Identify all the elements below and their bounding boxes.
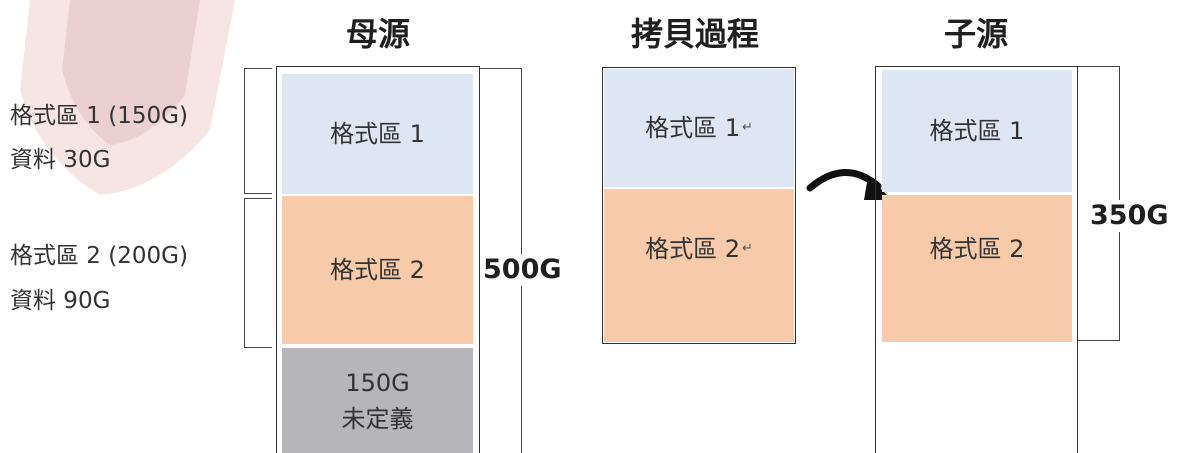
watermark-logo-icon	[20, 0, 235, 195]
partition2-data-label: 資料 90G	[10, 288, 111, 314]
partition2-bracket	[244, 198, 272, 348]
child-partition1-label: 格式區 1	[929, 117, 1025, 145]
parent-partition2-label: 格式區 2	[330, 256, 425, 284]
child-partition2-label: 格式區 2	[929, 235, 1025, 263]
curved-arrow-right-icon	[806, 169, 892, 200]
parent-heading: 母源	[345, 15, 410, 53]
parent-size-label: 500G	[483, 254, 566, 286]
partition1-size-label: 格式區 1 (150G)	[10, 103, 188, 129]
child-size-label: 350G	[1088, 200, 1171, 232]
parent-partition1-block: 格式區 1	[282, 74, 473, 194]
copy-disk-frame	[602, 67, 796, 344]
copy-partition1-block: 格式區 1↵	[604, 69, 794, 187]
child-partition1-block: 格式區 1	[882, 70, 1072, 192]
parent-disk-frame	[276, 66, 480, 453]
copy-heading: 拷貝過程	[630, 15, 759, 53]
child-partition2-block: 格式區 2	[882, 195, 1072, 342]
child-heading: 子源	[943, 15, 1008, 53]
parent-partition2-block: 格式區 2	[282, 196, 473, 344]
copy-partition2-block: 格式區 2↵	[604, 189, 794, 342]
partition1-bracket	[244, 68, 272, 194]
child-disk-frame	[875, 66, 1078, 453]
return-mark-icon: ↵	[742, 241, 753, 256]
parent-partition1-label: 格式區 1	[330, 120, 425, 148]
parent-unallocated-block: 150G 未定義	[282, 348, 473, 453]
return-mark-icon: ↵	[742, 120, 753, 135]
partition1-data-label: 資料 30G	[10, 147, 111, 173]
copy-partition1-label: 格式區 1	[645, 114, 740, 142]
parent-unallocated-label: 150G 未定義	[341, 368, 414, 433]
copy-partition2-label: 格式區 2	[645, 235, 740, 263]
partition2-size-label: 格式區 2 (200G)	[10, 243, 188, 269]
